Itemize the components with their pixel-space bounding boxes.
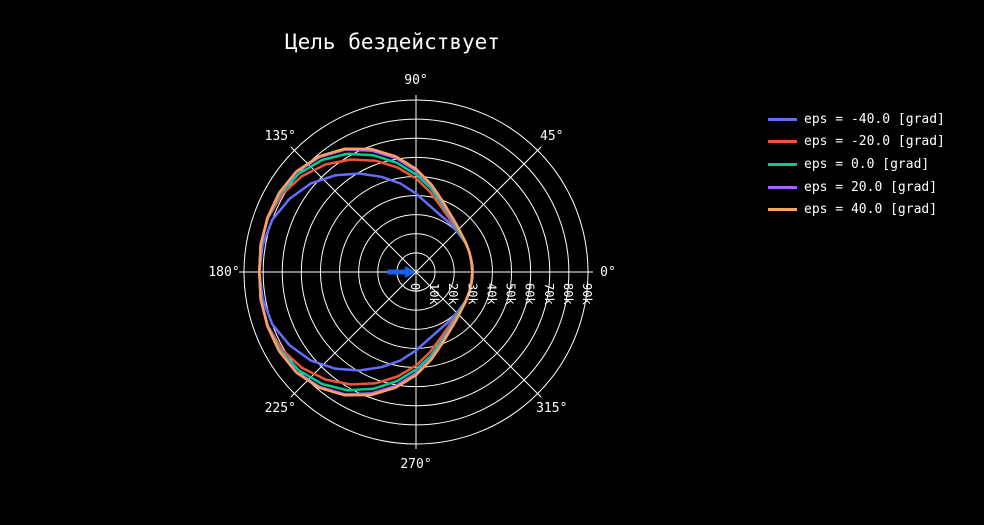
legend: eps = -40.0 [grad] eps = -20.0 [grad] ep… xyxy=(768,108,945,221)
angular-tick xyxy=(537,146,542,151)
legend-swatch xyxy=(768,140,797,144)
radial-tick-label: 90k xyxy=(580,283,594,305)
radial-tick-label: 50k xyxy=(504,283,518,305)
angular-tick xyxy=(290,146,295,151)
legend-label: eps = -40.0 [grad] xyxy=(804,111,945,127)
radial-tick-label: 20k xyxy=(446,283,460,305)
angular-tick xyxy=(537,393,542,398)
polar-grid xyxy=(239,95,593,449)
radial-tick-label: 10k xyxy=(427,283,441,305)
legend-swatch xyxy=(768,185,797,189)
legend-label: eps = 40.0 [grad] xyxy=(804,202,938,218)
legend-swatch xyxy=(768,208,797,212)
legend-label: eps = 0.0 [grad] xyxy=(804,156,930,172)
angular-tick-label: 135° xyxy=(265,129,296,144)
radial-tick-label: 80k xyxy=(561,283,575,305)
angular-tick-label: 0° xyxy=(600,265,616,280)
legend-item[interactable]: eps = 40.0 [grad] xyxy=(768,198,945,221)
radial-tick-label: 0 xyxy=(408,283,422,290)
series-lines xyxy=(258,147,474,397)
grid-spoke xyxy=(415,150,538,273)
legend-label: eps = -20.0 [grad] xyxy=(804,134,945,150)
chart-title: Цель бездействует xyxy=(285,30,500,54)
angular-tick xyxy=(290,393,295,398)
legend-item[interactable]: eps = -40.0 [grad] xyxy=(768,108,945,131)
angular-tick-label: 180° xyxy=(208,265,239,280)
angular-tick-label: 270° xyxy=(400,457,431,472)
legend-label: eps = 20.0 [grad] xyxy=(804,179,938,195)
angular-tick-label: 315° xyxy=(536,401,567,416)
legend-swatch xyxy=(768,117,797,121)
grid-spoke xyxy=(415,271,538,394)
radial-tick-label: 30k xyxy=(465,283,479,305)
markers xyxy=(387,266,416,278)
legend-swatch xyxy=(768,162,797,166)
radial-tick-label: 60k xyxy=(523,283,537,305)
radial-tick-label: 40k xyxy=(484,283,498,305)
radial-tick-label: 70k xyxy=(542,283,556,305)
angular-tick-label: 45° xyxy=(540,129,563,144)
legend-item[interactable]: eps = 0.0 [grad] xyxy=(768,153,945,176)
angular-tick-label: 225° xyxy=(265,401,296,416)
series-line xyxy=(258,147,474,397)
legend-item[interactable]: eps = 20.0 [grad] xyxy=(768,176,945,199)
target-arrow-head xyxy=(405,266,416,278)
legend-item[interactable]: eps = -20.0 [grad] xyxy=(768,131,945,154)
axis-labels: 0° 45° 90° 135° 180° 225° 270° 315° 0 10k 20k 30k 40… xyxy=(208,73,615,472)
angular-tick-label: 90° xyxy=(404,73,427,88)
